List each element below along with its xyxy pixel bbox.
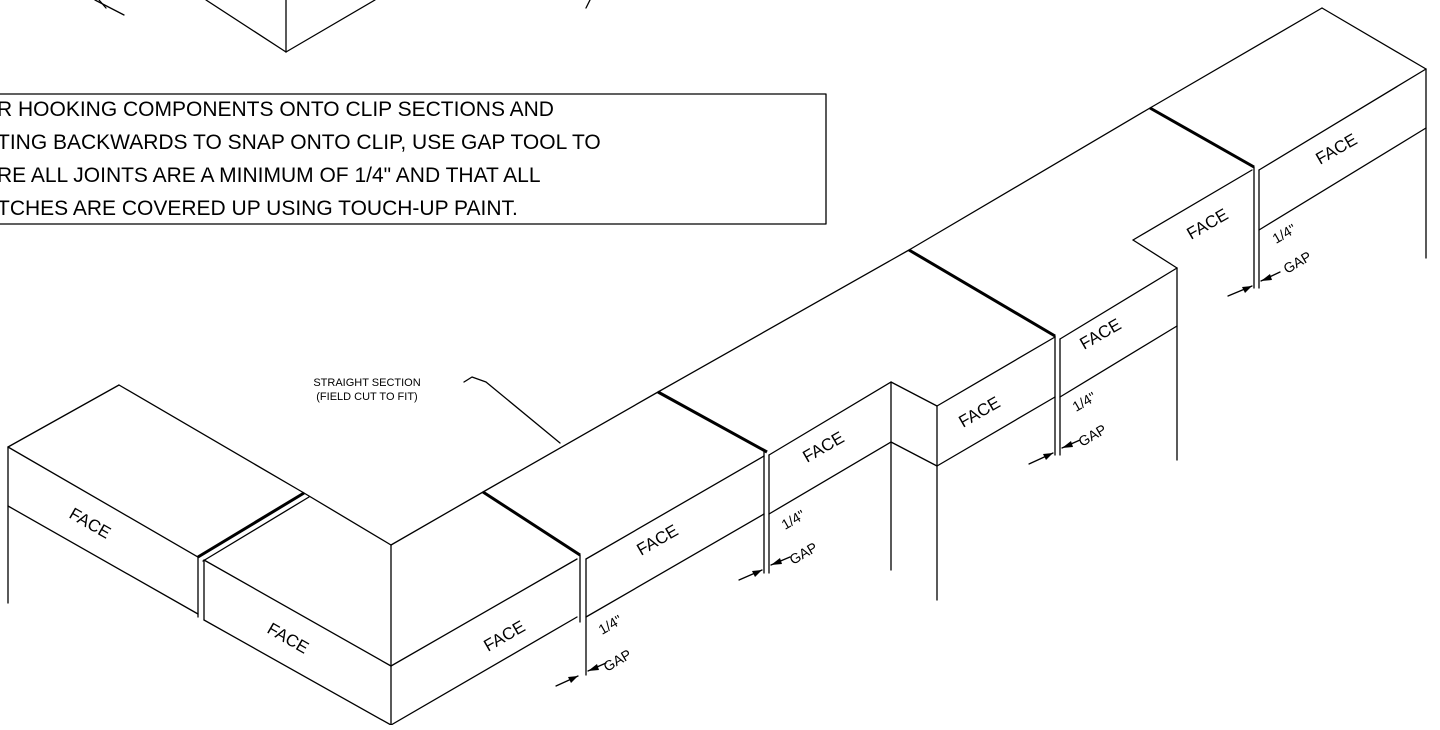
callout-line-2: (FIELD CUT TO FIT) bbox=[316, 391, 417, 403]
callout-line-1: STRAIGHT SECTION bbox=[313, 377, 420, 389]
note-line-2: TING BACKWARDS TO SNAP ONTO CLIP, USE GA… bbox=[0, 131, 601, 154]
gap-word-label-1: GAP bbox=[601, 646, 635, 675]
face-label-1: FACE bbox=[66, 504, 114, 543]
face-label-2: FACE bbox=[264, 619, 312, 658]
gap-size-label-3: 1/4" bbox=[1070, 389, 1099, 415]
note-line-3: RE ALL JOINTS ARE A MINIMUM OF 1/4" AND … bbox=[0, 164, 541, 187]
gap-size-label-4: 1/4" bbox=[1270, 221, 1299, 247]
straight-section-3 bbox=[657, 249, 938, 601]
gap-dimension-2: 1/4" GAP bbox=[738, 507, 821, 581]
installation-note-box: R HOOKING COMPONENTS ONTO CLIP SECTIONS … bbox=[0, 93, 827, 225]
gap-dimension-4: 1/4" GAP bbox=[1227, 221, 1315, 297]
straight-section-1 bbox=[390, 490, 587, 726]
straight-section-callout: STRAIGHT SECTION (FIELD CUT TO FIT) bbox=[313, 376, 561, 444]
face-label-8: FACE bbox=[1184, 205, 1232, 244]
left-corner-module bbox=[7, 384, 392, 726]
gap-word-label-2: GAP bbox=[787, 539, 821, 568]
gap-size-label-2: 1/4" bbox=[779, 507, 808, 533]
note-line-4: TCHES ARE COVERED UP USING TOUCH-UP PAIN… bbox=[0, 197, 518, 220]
face-label-9: FACE bbox=[1313, 130, 1361, 169]
face-label-7: FACE bbox=[1077, 315, 1125, 354]
straight-section-4 bbox=[908, 107, 1253, 467]
straight-section-5 bbox=[1149, 7, 1427, 289]
face-label-5: FACE bbox=[800, 428, 848, 467]
gap-word-label-4: GAP bbox=[1281, 248, 1315, 277]
gap-dimension-3: 1/4" GAP bbox=[1028, 389, 1110, 465]
gap-size-label-1: 1/4" bbox=[596, 612, 625, 638]
note-line-1: R HOOKING COMPONENTS ONTO CLIP SECTIONS … bbox=[0, 98, 554, 121]
face-label-6: FACE bbox=[956, 393, 1004, 432]
straight-section-2 bbox=[482, 390, 770, 618]
gap-word-label-3: GAP bbox=[1076, 421, 1110, 450]
callout-leader bbox=[463, 376, 561, 444]
previous-detail-box bbox=[94, 0, 591, 53]
